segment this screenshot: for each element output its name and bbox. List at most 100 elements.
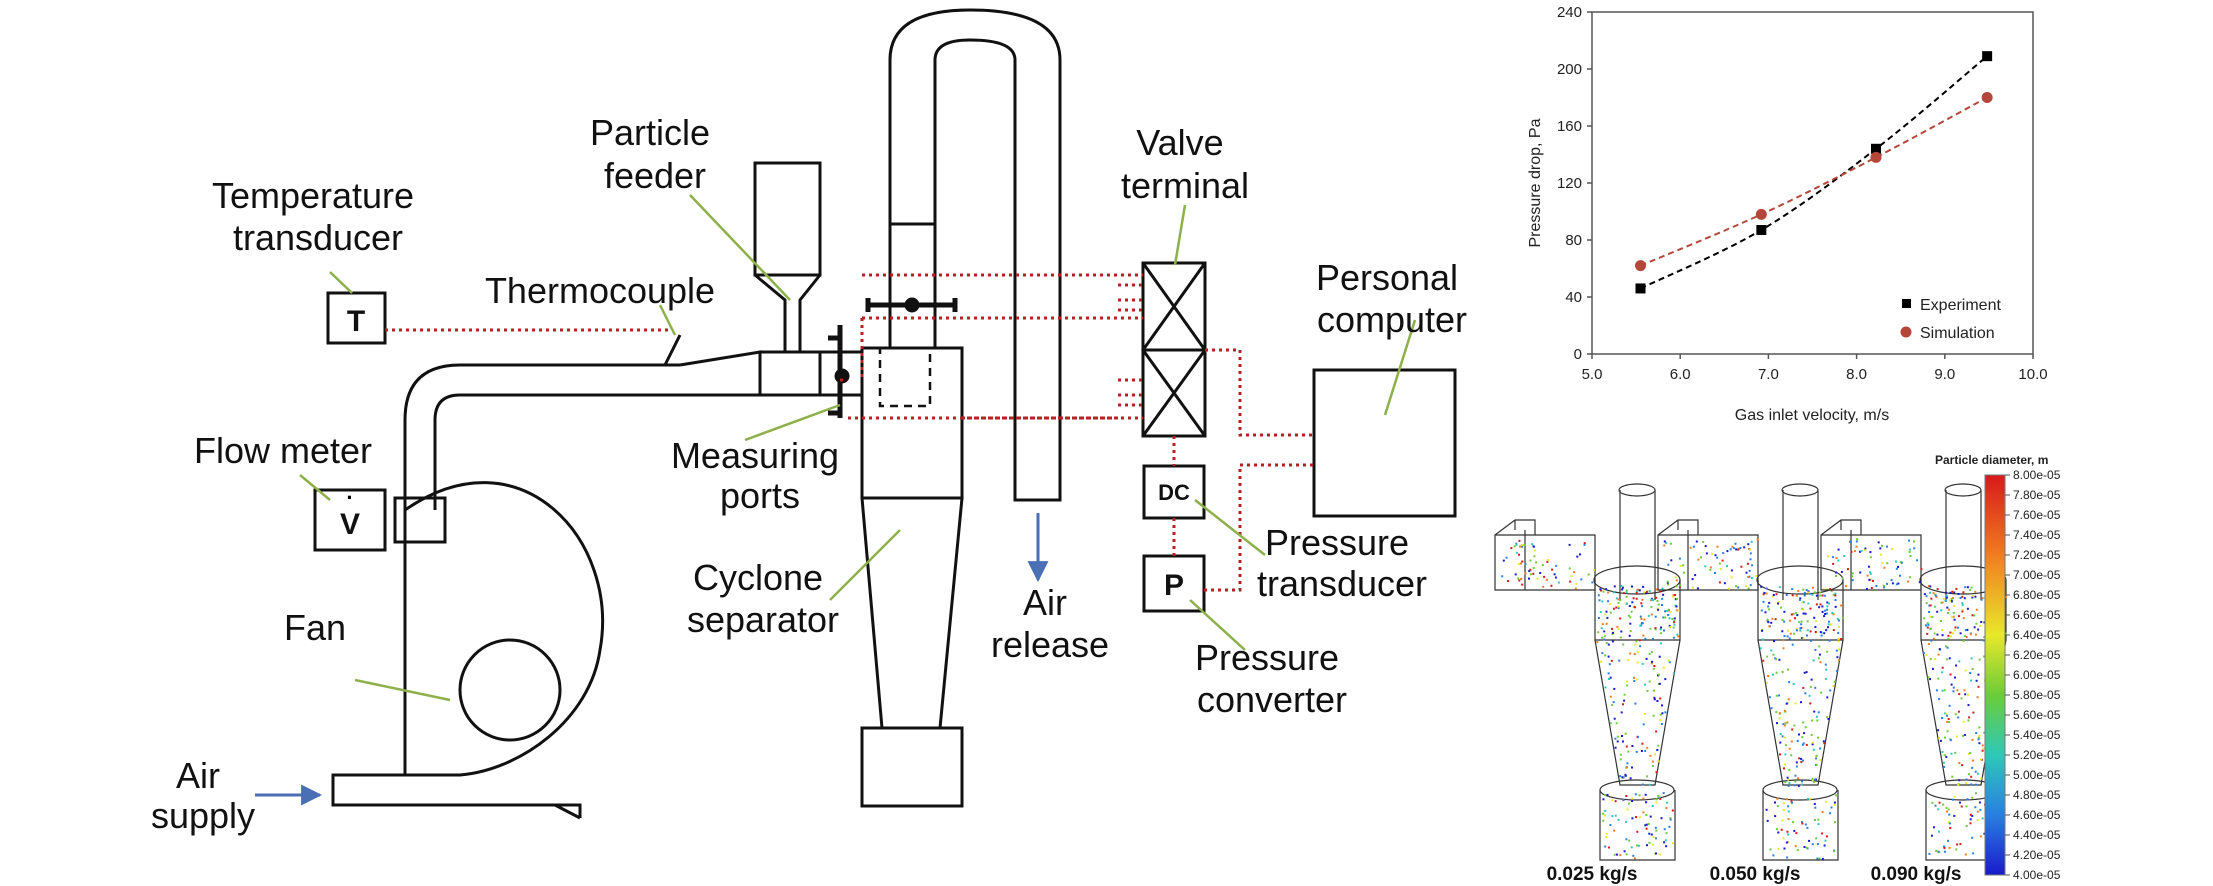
particle-dot xyxy=(1971,836,1974,839)
particle-dot xyxy=(1835,575,1837,577)
particle-dot xyxy=(1605,588,1608,591)
particle-dot xyxy=(1769,848,1772,851)
particle-dot xyxy=(1528,577,1530,580)
component-labels: Temperature transducer Particle feeder T… xyxy=(151,112,1467,836)
particle-dot xyxy=(1774,815,1777,818)
particle-dot xyxy=(1781,819,1784,822)
colorbar-tick-label: 4.80e-05 xyxy=(2013,788,2061,802)
particle-dot xyxy=(1785,841,1788,844)
particle-dot xyxy=(1628,605,1631,607)
particle-dot xyxy=(1930,597,1933,600)
particle-dot xyxy=(1635,750,1638,753)
particle-dot xyxy=(1879,553,1882,556)
particle-dot xyxy=(1624,732,1627,735)
particle-dot xyxy=(1966,607,1969,610)
particle-dot xyxy=(1883,586,1885,589)
particle-dot xyxy=(1609,722,1612,725)
particle-dot xyxy=(1808,591,1810,594)
temperature-transducer-box xyxy=(326,291,387,345)
particle-dot xyxy=(1932,592,1935,595)
particle-dot xyxy=(1925,602,1928,605)
particle-dot xyxy=(1835,557,1838,560)
particle-dot xyxy=(1697,558,1700,561)
particle-dot xyxy=(1975,732,1978,734)
particle-dot xyxy=(1501,575,1504,578)
particle-dot xyxy=(1836,617,1839,620)
particle-dot xyxy=(1671,618,1674,620)
particle-dot xyxy=(1521,583,1524,586)
particle-dot xyxy=(1726,565,1728,568)
particle-dot xyxy=(1664,678,1667,681)
particle-dot xyxy=(1543,575,1546,578)
particle-dot xyxy=(1834,794,1837,797)
particle-dot xyxy=(1947,808,1950,811)
particle-dot xyxy=(1691,578,1694,581)
particle-dot xyxy=(1570,575,1573,578)
particle-dot xyxy=(1868,578,1871,581)
particle-dot xyxy=(1555,564,1558,567)
particle-dot xyxy=(1728,587,1730,590)
particle-dot xyxy=(1927,643,1930,646)
particle-dot xyxy=(1520,562,1522,565)
particle-dot xyxy=(1627,659,1630,661)
particle-dot xyxy=(1667,563,1670,566)
particle-dot xyxy=(1971,796,1974,799)
particle-dot xyxy=(1621,735,1623,737)
particle-dot xyxy=(1950,635,1952,638)
particle-dot xyxy=(1952,611,1955,614)
particle-dot xyxy=(1748,569,1751,572)
particle-dot xyxy=(1940,601,1943,604)
particle-dot xyxy=(1661,723,1663,725)
particle-dot xyxy=(1606,616,1609,619)
particle-dot xyxy=(1849,540,1851,543)
particle-dot xyxy=(1963,597,1966,600)
particle-dot xyxy=(1692,545,1695,548)
particle-dot xyxy=(1945,755,1948,758)
label-thermocouple: Thermocouple xyxy=(485,270,715,311)
particle-dot xyxy=(1968,752,1970,755)
particle-dot xyxy=(1859,571,1862,574)
particle-dot xyxy=(1764,611,1767,614)
particle-dot xyxy=(1519,545,1522,548)
particle-dot xyxy=(1838,659,1840,661)
particle-dot xyxy=(1658,590,1661,593)
particle-dot xyxy=(1767,605,1770,608)
particle-dot xyxy=(1935,689,1938,692)
data-point-simulation xyxy=(1635,260,1647,272)
particle-dot xyxy=(1617,818,1620,821)
particle-dot xyxy=(1814,648,1817,651)
particle-dot xyxy=(1675,585,1678,588)
particle-dot xyxy=(1605,610,1608,613)
particle-dot xyxy=(1772,653,1775,656)
particle-dot xyxy=(1619,775,1622,778)
particle-dot xyxy=(1821,610,1824,613)
caption-0050: 0.050 kg/s xyxy=(1710,864,1801,885)
particle-dot xyxy=(1783,847,1786,850)
particle-dot xyxy=(1783,610,1786,613)
particle-dot xyxy=(1638,794,1641,797)
y-tick-label: 120 xyxy=(1557,175,1582,192)
particle-dot xyxy=(1809,607,1812,610)
particle-dot xyxy=(1626,680,1628,683)
particle-dot xyxy=(1819,603,1822,606)
particle-dot xyxy=(1636,678,1639,681)
particle-dot xyxy=(1792,613,1795,615)
particle-dot xyxy=(1749,584,1752,587)
particle-dot xyxy=(1953,604,1956,607)
particle-dot xyxy=(1625,745,1628,748)
particle-dot xyxy=(1620,630,1623,633)
particle-dot xyxy=(1661,704,1663,707)
particle-dot xyxy=(1616,740,1619,743)
particle-dot xyxy=(1673,621,1676,624)
label-air-release: Air release xyxy=(991,582,1109,665)
particle-dot xyxy=(1969,672,1972,674)
particle-dot xyxy=(1648,652,1651,655)
particle-dot xyxy=(1658,682,1661,685)
particle-dot xyxy=(1865,588,1868,590)
x-tick-label: 7.0 xyxy=(1758,366,1779,383)
particle-dot xyxy=(1976,810,1979,813)
particle-dot xyxy=(1938,737,1941,740)
particle-dot xyxy=(1625,820,1628,823)
particle-dot xyxy=(1809,702,1812,705)
particle-dot xyxy=(1815,757,1818,760)
